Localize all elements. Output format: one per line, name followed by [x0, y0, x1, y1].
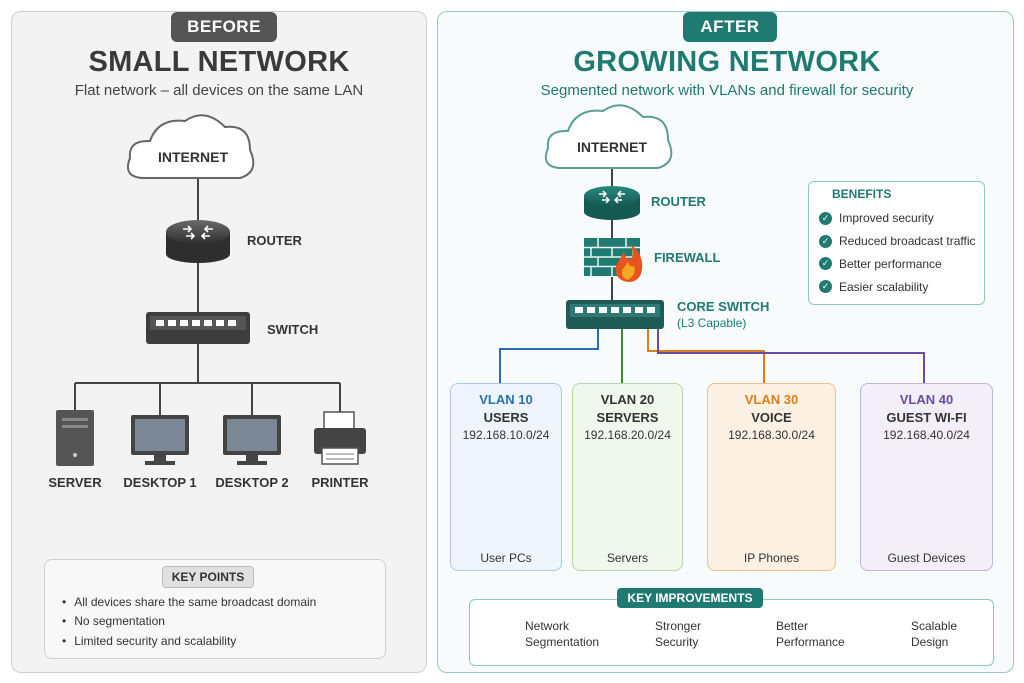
- internet-label: INTERNET: [158, 149, 228, 165]
- switch-icon: [146, 312, 250, 344]
- improvement-performance: Better Performance: [776, 618, 845, 650]
- improvement-line1: Better: [776, 619, 809, 633]
- vlan-20-box: VLAN 20 SERVERS 192.168.20.0/24 Servers: [572, 383, 683, 571]
- improvement-line2: Security: [655, 635, 699, 649]
- left-links: [74, 178, 341, 415]
- server-label: SERVER: [48, 475, 102, 490]
- benefits-list: ✓ Improved security ✓ Reduced broadcast tr…: [819, 207, 976, 298]
- key-improvements-title: KEY IMPROVEMENTS: [617, 588, 763, 608]
- benefits-box: [808, 181, 985, 305]
- router-icon-right: [584, 186, 640, 220]
- vlan-name: GUEST WI-FI: [886, 410, 967, 425]
- vlan-name: USERS: [483, 410, 529, 425]
- firewall-icon: [584, 238, 643, 282]
- benefit-item: ✓ Easier scalability: [819, 275, 976, 298]
- improvement-line1: Network: [525, 619, 570, 633]
- vlan-40-box: VLAN 40 GUEST WI-FI 192.168.40.0/24 Gues…: [860, 383, 993, 571]
- vlan-30-box: VLAN 30 VOICE 192.168.30.0/24 IP Phones: [707, 383, 836, 571]
- internet-cloud-icon-right: [544, 104, 673, 169]
- switch-label: SWITCH: [267, 322, 319, 337]
- router-label-right: ROUTER: [651, 194, 706, 209]
- improvement-security: Stronger Security: [655, 618, 701, 650]
- vlan-subnet: 192.168.10.0/24: [462, 428, 550, 442]
- benefit-item: ✓ Improved security: [819, 207, 976, 230]
- core-switch-label: CORE SWITCH: [677, 299, 770, 314]
- vlan-subnet: 192.168.40.0/24: [883, 428, 970, 442]
- check-icon: ✓: [819, 280, 832, 294]
- core-switch-icon: [566, 300, 664, 329]
- vlan-name: VOICE: [751, 410, 792, 425]
- internet-cloud-icon: [126, 114, 255, 179]
- desktop-2-label: DESKTOP 2: [215, 475, 289, 490]
- vlan-caption: Guest Devices: [887, 551, 966, 565]
- benefit-item: ✓ Reduced broadcast traffic: [819, 230, 976, 253]
- server-tower-icon: [56, 410, 94, 466]
- key-point-item: All devices share the same broadcast dom…: [62, 592, 316, 612]
- benefit-item: ✓ Better performance: [819, 253, 976, 276]
- internet-label-right: INTERNET: [577, 139, 647, 155]
- router-icon: [166, 220, 230, 263]
- improvement-line1: Stronger: [655, 619, 702, 633]
- firewall-label: FIREWALL: [654, 250, 721, 265]
- vlan-caption: Servers: [606, 551, 649, 565]
- after-subtitle: Segmented network with VLANs and firewal…: [540, 82, 914, 99]
- vlan-subnet: 192.168.20.0/24: [584, 428, 671, 442]
- desktop-1-label: DESKTOP 1: [123, 475, 197, 490]
- vlan-10-box: VLAN 10 USERS 192.168.10.0/24 User PCs: [450, 383, 562, 571]
- benefit-label: Easier scalability: [839, 279, 929, 294]
- improvement-line2: Performance: [776, 635, 845, 649]
- key-points-list: All devices share the same broadcast dom…: [62, 592, 316, 651]
- after-title: GROWING NETWORK: [573, 46, 881, 78]
- improvement-line2: Design: [911, 635, 949, 649]
- desktop-2-icon: [223, 415, 281, 465]
- check-icon: ✓: [819, 211, 832, 225]
- improvement-line1: Scalable: [911, 619, 958, 633]
- vlan-subnet: 192.168.30.0/24: [728, 428, 815, 442]
- router-label: ROUTER: [247, 233, 302, 248]
- before-subtitle: Flat network – all devices on the same L…: [74, 82, 364, 99]
- benefit-label: Reduced broadcast traffic: [839, 234, 976, 249]
- vlan-id: VLAN 30: [744, 392, 799, 407]
- vlan-name: SERVERS: [596, 410, 659, 425]
- desktop-1-icon: [131, 415, 189, 465]
- benefit-label: Better performance: [839, 256, 942, 271]
- core-switch-sublabel: (L3 Capable): [677, 316, 747, 330]
- key-points-title: KEY POINTS: [162, 566, 254, 588]
- vlan-caption: IP Phones: [743, 551, 800, 565]
- printer-icon: [314, 411, 366, 465]
- improvement-line2: Segmentation: [525, 635, 600, 649]
- check-icon: ✓: [819, 257, 832, 271]
- improvement-scalable: Scalable Design: [911, 618, 957, 650]
- vlan-id: VLAN 20: [600, 392, 655, 407]
- benefit-label: Improved security: [839, 211, 934, 226]
- printer-label: PRINTER: [311, 475, 369, 490]
- vlan-id: VLAN 40: [899, 392, 954, 407]
- key-point-item: No segmentation: [62, 612, 316, 632]
- before-title: SMALL NETWORK: [88, 46, 350, 78]
- check-icon: ✓: [819, 234, 832, 248]
- before-tab: BEFORE: [171, 12, 277, 42]
- benefits-title: BENEFITS: [832, 187, 892, 201]
- key-point-item: Limited security and scalability: [62, 631, 316, 651]
- vlan-id: VLAN 10: [479, 392, 533, 407]
- vlan-caption: User PCs: [480, 551, 532, 565]
- vlan-links: [499, 329, 925, 383]
- key-improvements-box: [469, 599, 994, 666]
- after-tab: AFTER: [683, 12, 777, 42]
- improvement-segmentation: Network Segmentation: [525, 618, 599, 650]
